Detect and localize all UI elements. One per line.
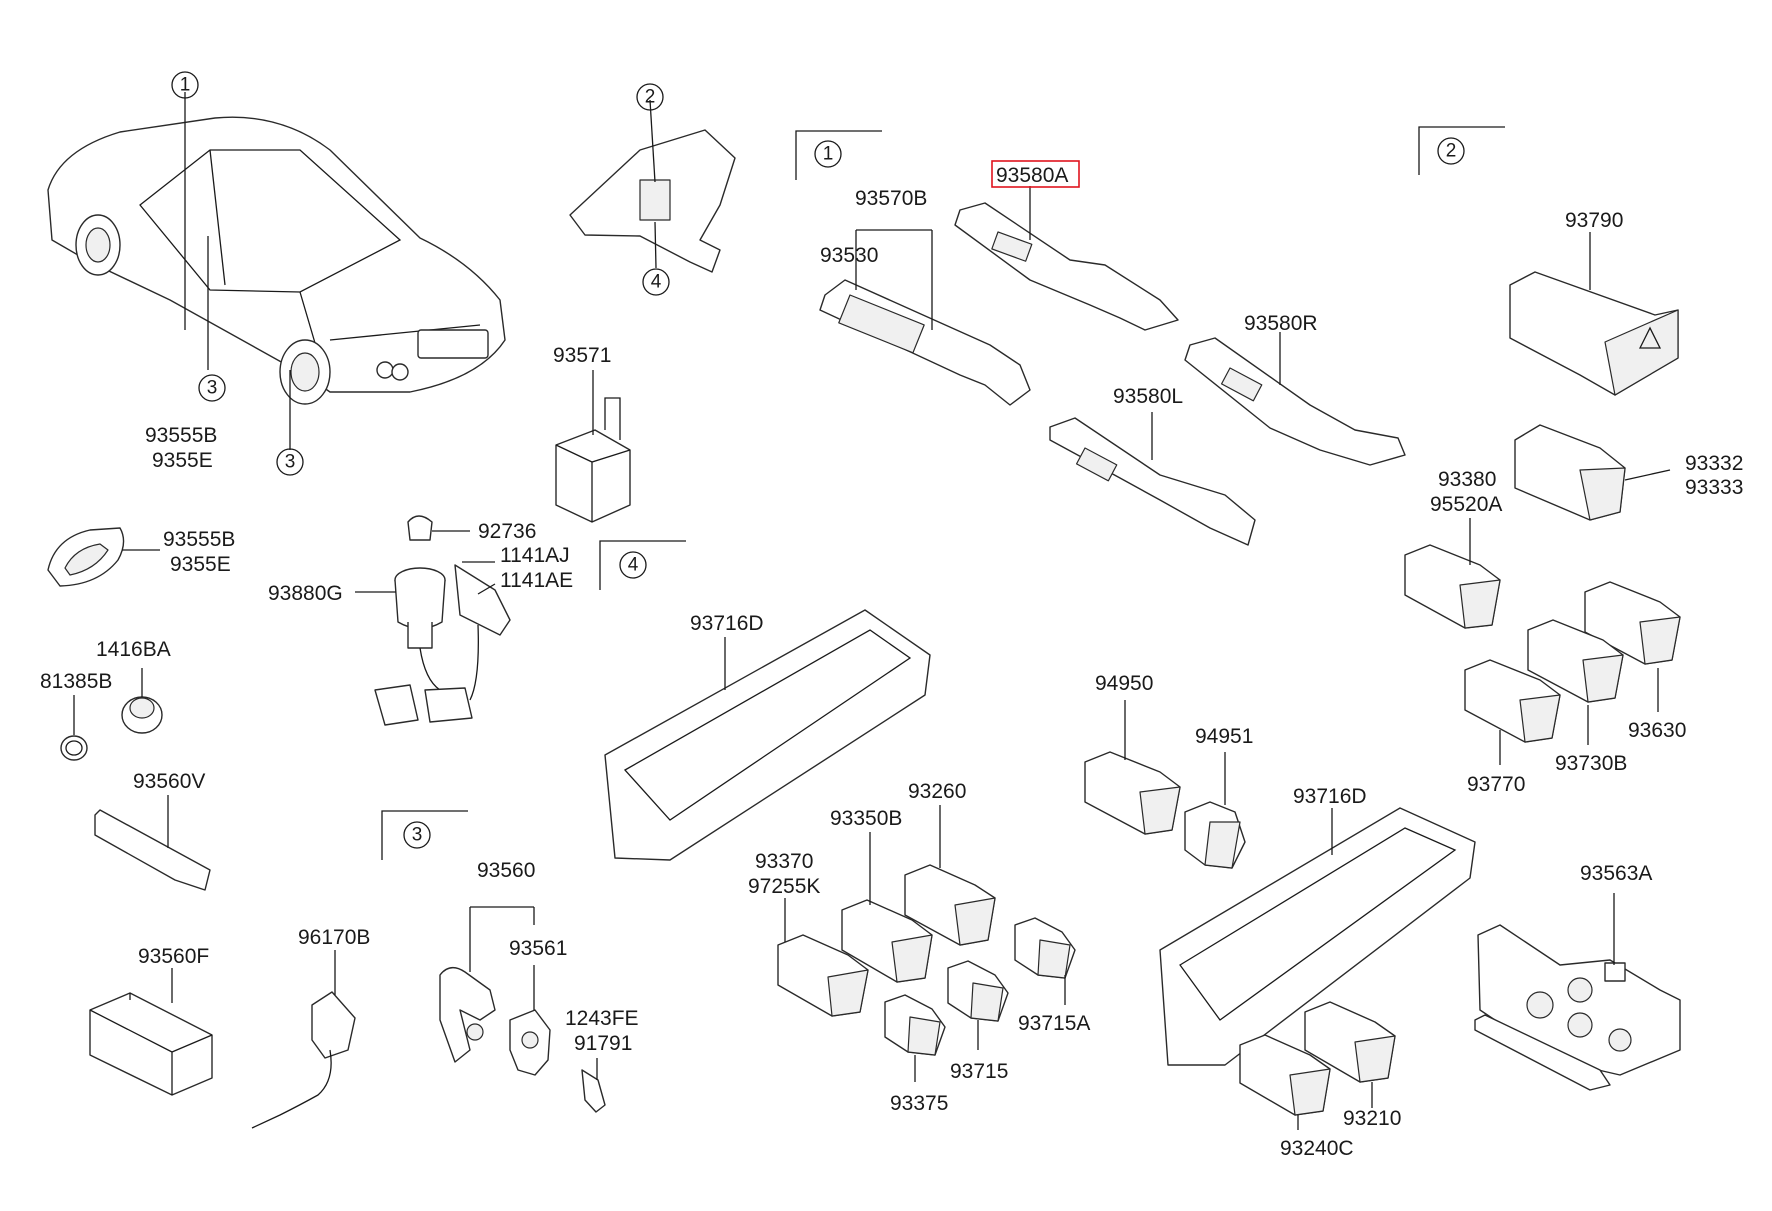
label-96170b: 96170B [298, 926, 370, 949]
part-93570b-master-switch [819, 229, 1031, 406]
label-93560: 93560 [477, 859, 535, 882]
label-9355e-handle: 9355E [170, 553, 231, 576]
label-1141aj: 1141AJ [500, 544, 570, 567]
svg-text:4: 4 [651, 272, 662, 293]
callout-3-car-a: 3 [198, 374, 226, 402]
label-97255k: 97255K [748, 875, 820, 898]
callout-4-dash: 4 [642, 268, 670, 296]
svg-text:3: 3 [207, 378, 218, 399]
part-93375-switch [884, 994, 946, 1082]
dashboard-illustration [569, 99, 736, 273]
part-93240c-switch [1239, 1034, 1331, 1130]
part-93716d-bezel-a [604, 609, 931, 861]
label-93370: 93370 [755, 850, 813, 873]
label-93350b: 93350B [830, 807, 902, 830]
car-illustration [47, 92, 506, 450]
svg-text:1: 1 [180, 75, 191, 96]
label-91791: 91791 [574, 1032, 632, 1055]
part-93260-switch [904, 805, 996, 946]
part-81385b-ring [60, 695, 88, 761]
label-93260: 93260 [908, 780, 966, 803]
label-1416ba: 1416BA [96, 638, 171, 661]
part-93563a-bracket [1474, 893, 1681, 1091]
label-93730b: 93730B [1555, 752, 1627, 775]
label-93580r: 93580R [1244, 312, 1318, 335]
part-93350b-switch [841, 832, 933, 983]
svg-text:4: 4 [628, 555, 639, 576]
label-1243fe: 1243FE [565, 1007, 639, 1030]
label-95520a: 95520A [1430, 493, 1502, 516]
part-96170b-connector [251, 950, 356, 1129]
part-93580a-switch [954, 186, 1179, 331]
part-93730b-switch [1527, 619, 1624, 745]
label-93555b-car: 93555B [145, 424, 217, 447]
part-93880g-sensor [355, 561, 511, 726]
part-93790-hazard-switch [1509, 232, 1679, 396]
label-93561: 93561 [509, 937, 567, 960]
part-1416ba-grommet [121, 668, 163, 734]
label-93332: 93332 [1685, 452, 1743, 475]
part-93380-switch [1404, 518, 1501, 629]
part-93560v-bracket [94, 795, 211, 891]
label-93560f: 93560F [138, 945, 209, 968]
section-2-marker: 2 [1418, 126, 1505, 175]
label-92736: 92736 [478, 520, 536, 543]
label-94951: 94951 [1195, 725, 1253, 748]
label-93560v: 93560V [133, 770, 205, 793]
label-93580l: 93580L [1113, 385, 1183, 408]
label-93770: 93770 [1467, 773, 1525, 796]
label-93571: 93571 [553, 344, 611, 367]
label-93716d-a: 93716D [690, 612, 764, 635]
part-93716d-bezel-b [1159, 807, 1476, 1066]
part-93715-switch [947, 960, 1009, 1050]
label-93880g: 93880G [268, 582, 343, 605]
label-93563a: 93563A [1580, 862, 1652, 885]
label-1141ae: 1141AE [500, 569, 573, 592]
section-1-marker: 1 [795, 130, 882, 180]
part-93332-switch [1514, 424, 1671, 521]
svg-text:3: 3 [285, 452, 296, 473]
label-93715a: 93715A [1018, 1012, 1090, 1035]
callout-3-car-b: 3 [276, 448, 304, 476]
label-93630: 93630 [1628, 719, 1686, 742]
svg-text:3: 3 [412, 825, 423, 846]
part-93770-switch [1464, 659, 1561, 765]
label-93375: 93375 [890, 1092, 948, 1115]
label-93210: 93210 [1343, 1107, 1401, 1130]
label-93580a[interactable]: 93580A [996, 164, 1068, 187]
part-93580r-switch [1184, 332, 1406, 466]
svg-text:2: 2 [1446, 141, 1457, 162]
part-93715a-switch [1014, 917, 1076, 1005]
part-93370-switch [777, 898, 869, 1017]
label-93240c: 93240C [1280, 1137, 1354, 1160]
section-4-marker: 4 [599, 540, 686, 590]
label-93555b-handle: 93555B [163, 528, 235, 551]
label-93380: 93380 [1438, 468, 1496, 491]
part-93560f-module [89, 968, 213, 1096]
part-92736-nut [407, 515, 470, 541]
part-93580l-switch [1049, 412, 1256, 546]
label-93530: 93530 [820, 244, 878, 267]
part-94950-switch [1084, 700, 1181, 835]
part-93210-switch [1304, 1001, 1396, 1108]
label-9355e-car: 9355E [152, 449, 213, 472]
part-94951-switch [1184, 752, 1246, 869]
label-93715: 93715 [950, 1060, 1008, 1083]
label-93790: 93790 [1565, 209, 1623, 232]
highlight-box-93580a [991, 160, 1080, 188]
label-93333: 93333 [1685, 476, 1743, 499]
label-93570b: 93570B [855, 187, 927, 210]
section-3-marker: 3 [381, 810, 468, 860]
callout-1-car: 1 [171, 71, 199, 99]
svg-text:1: 1 [823, 144, 834, 165]
callout-2-dash: 2 [636, 83, 664, 111]
label-81385b: 81385B [40, 670, 112, 693]
svg-text:2: 2 [645, 87, 656, 108]
part-93560-switch [439, 906, 606, 1113]
label-93716d-b: 93716D [1293, 785, 1367, 808]
part-93555b-handle [47, 527, 160, 587]
part-93571-module [555, 370, 631, 523]
label-94950: 94950 [1095, 672, 1153, 695]
